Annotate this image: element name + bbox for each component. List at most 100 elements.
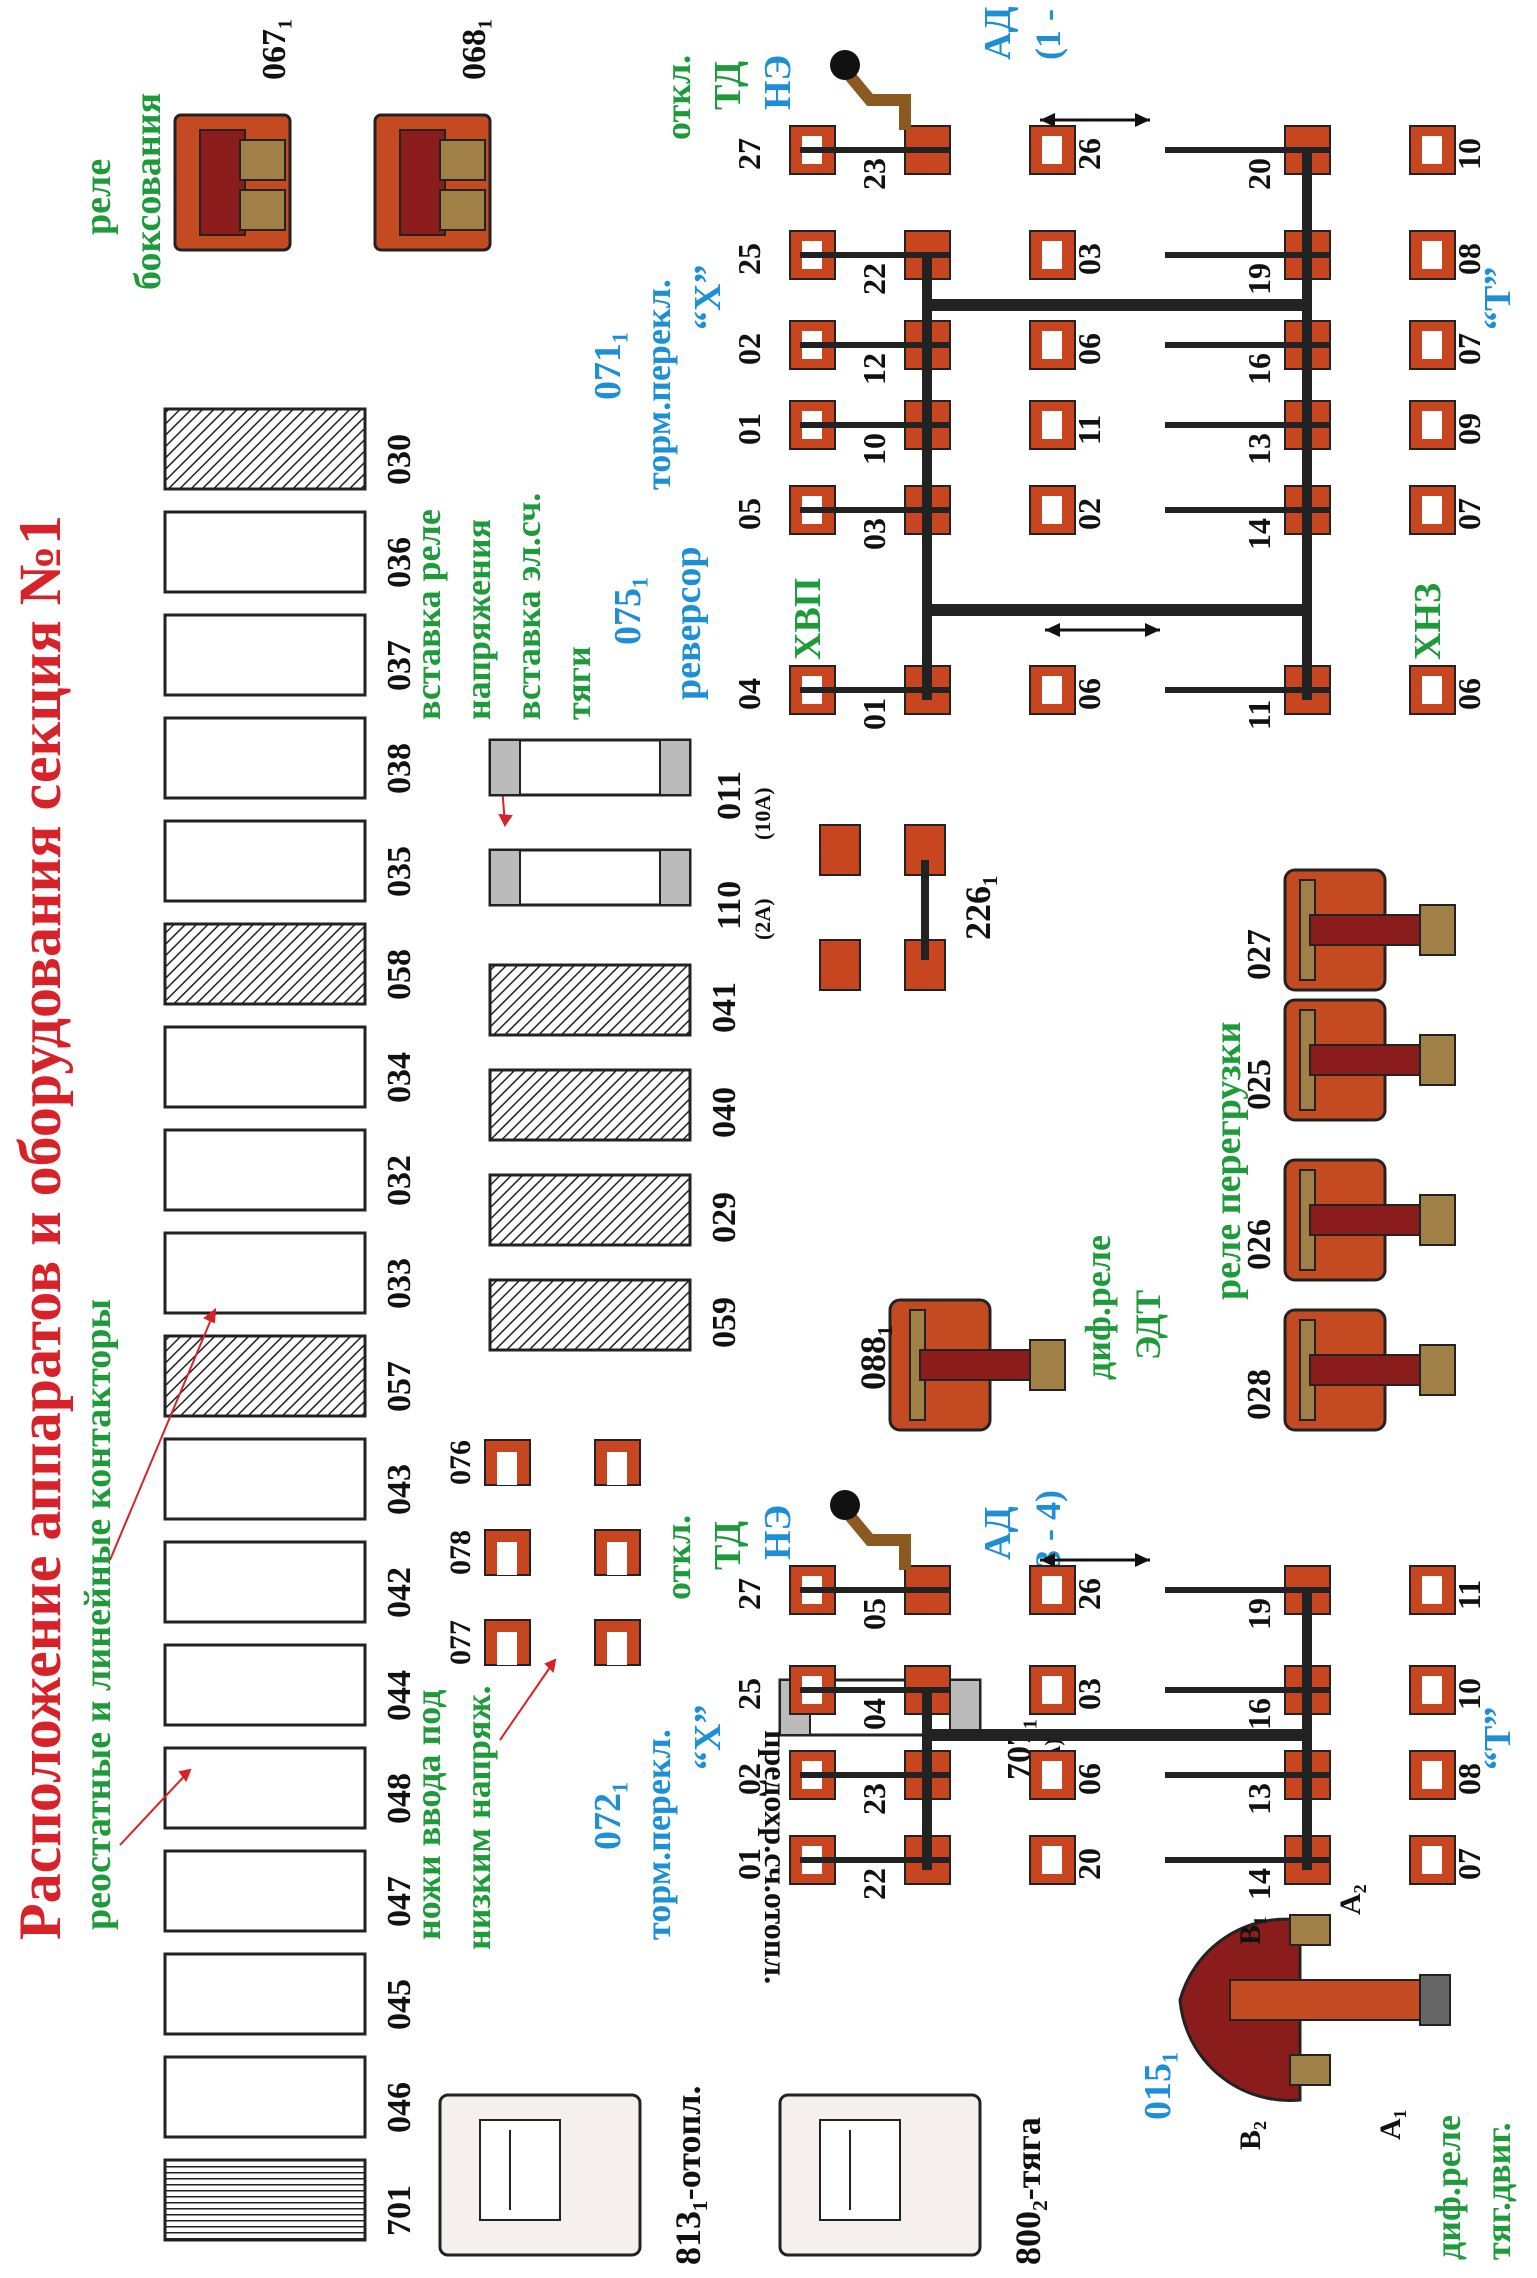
switch-contact bbox=[1029, 1665, 1076, 1715]
code-072: 072₁ bbox=[587, 1782, 629, 1850]
relay-arm bbox=[1309, 1204, 1431, 1236]
contactor-box-042 bbox=[163, 1540, 367, 1624]
contactor-label-701: 701 bbox=[381, 2185, 418, 2236]
contactor-label-044: 044 bbox=[381, 1670, 418, 1721]
contact-slot bbox=[1422, 1846, 1442, 1874]
label-brake-switch-2: торм.перекл. bbox=[638, 1729, 678, 1940]
switch-label-22: 22 bbox=[856, 263, 892, 295]
contactor-box-041 bbox=[488, 963, 692, 1037]
arrow-head bbox=[1145, 623, 1160, 637]
switch-label-19: 19 bbox=[1241, 1598, 1277, 1630]
code-075: 075₁ bbox=[607, 577, 649, 645]
switch-label-25: 25 bbox=[731, 243, 767, 275]
switch-contact bbox=[1029, 320, 1076, 370]
knife-label-076: 076 bbox=[444, 1440, 477, 1485]
contact-slot bbox=[1422, 496, 1442, 524]
switch-label-25: 25 bbox=[731, 1678, 767, 1710]
slip-relay-067: 067₁ bbox=[173, 19, 293, 252]
switch-label-03: 03 bbox=[1071, 243, 1107, 275]
contactor-label-047: 047 bbox=[381, 1876, 418, 1927]
contactor-label-032: 032 bbox=[381, 1155, 418, 1206]
label-fuse-heating: предохр.сч.отопл. bbox=[758, 1730, 794, 1984]
switch-label-10: 10 bbox=[1451, 1678, 1487, 1710]
knife-label-078: 078 bbox=[444, 1530, 477, 1575]
switch-label-02: 02 bbox=[1071, 498, 1107, 530]
label-hvp: ХВП bbox=[787, 578, 829, 660]
contactor-box-036 bbox=[163, 510, 367, 594]
switch-label-26: 26 bbox=[1071, 1578, 1107, 1610]
relay-terminal bbox=[1419, 1034, 1456, 1086]
switch-label-16: 16 bbox=[1241, 1698, 1277, 1730]
contactor-label-048: 048 bbox=[381, 1773, 418, 1824]
contactor-label-059: 059 bbox=[706, 1297, 743, 1348]
contact-slot bbox=[1422, 331, 1442, 359]
code-088: 088₁ bbox=[853, 1325, 893, 1390]
contactor-box-048 bbox=[163, 1746, 367, 1830]
brake-switch-reverser-upper: 2725020105042322121003012603061102062019… bbox=[731, 50, 1487, 730]
switch-label-11: 11 bbox=[1451, 1580, 1487, 1610]
contactor-label-029: 029 bbox=[706, 1192, 743, 1243]
contactor-box-059 bbox=[488, 1278, 692, 1352]
switch-label-07: 07 bbox=[1451, 498, 1487, 530]
code-226: 226₁ bbox=[958, 875, 998, 940]
contact-slot bbox=[1042, 136, 1062, 164]
switch-contact bbox=[1409, 485, 1456, 535]
switch-label-13: 13 bbox=[1241, 1783, 1277, 1815]
contact-slot bbox=[1422, 411, 1442, 439]
knife-slot bbox=[497, 1632, 517, 1665]
arrow-head bbox=[1040, 1553, 1055, 1567]
label-td-1: ТД bbox=[707, 61, 749, 110]
label-knives-2: низким напряж. bbox=[458, 1685, 498, 1950]
contactor-label-033: 033 bbox=[381, 1258, 418, 1309]
overload-relay-label-025: 025 bbox=[1241, 1059, 1278, 1110]
contact-slot bbox=[1422, 1676, 1442, 1704]
contactor-box-034 bbox=[163, 1025, 367, 1109]
contact-slot bbox=[1042, 1761, 1062, 1789]
code-068: 068₁ bbox=[456, 19, 493, 80]
overload-relay-label-028: 028 bbox=[1241, 1369, 1278, 1420]
label-voltage-insert-2: напряжения bbox=[458, 519, 498, 720]
label-brake-switch-1: торм.перекл. bbox=[638, 279, 678, 490]
switch-contact bbox=[1409, 230, 1456, 280]
label-ne-1: НЭ bbox=[757, 55, 799, 110]
contactor-label-043: 043 bbox=[381, 1464, 418, 1515]
label-voltage-insert-1: вставка реле bbox=[408, 509, 448, 720]
relay-arm bbox=[1309, 914, 1431, 946]
knife-slot bbox=[607, 1632, 627, 1665]
knife-label-077: 077 bbox=[444, 1620, 477, 1665]
switch-label-08: 08 bbox=[1451, 1763, 1487, 1795]
overload-relay-label-027: 027 bbox=[1241, 929, 1278, 980]
label-reverser: реверсор bbox=[667, 546, 709, 700]
relay-terminal bbox=[1419, 1194, 1456, 1246]
contactor-label-058: 058 bbox=[381, 949, 418, 1000]
fuse-10a-label: (10А) bbox=[750, 787, 775, 840]
contact-slot bbox=[1042, 496, 1062, 524]
label-diff-relay-edt-2: ЭДТ bbox=[1128, 1290, 1168, 1360]
page-title: Расположение аппаратов и оборудования се… bbox=[7, 515, 73, 1940]
switch-label-01: 01 bbox=[856, 698, 892, 730]
contact-slot bbox=[1422, 1576, 1442, 1604]
switch-label-01: 01 bbox=[731, 1848, 767, 1880]
label-b2: В₂ bbox=[1234, 2121, 1267, 2150]
contact-slot bbox=[1422, 1761, 1442, 1789]
contact-slot bbox=[1422, 676, 1442, 704]
contactor-label-041: 041 bbox=[706, 982, 743, 1033]
label-slip-relay-2: боксования bbox=[127, 93, 169, 290]
switch-label-16: 16 bbox=[1241, 353, 1277, 385]
switch-label-27: 27 bbox=[731, 138, 767, 170]
switch-handle bbox=[840, 1506, 911, 1570]
contactor-label-046: 046 bbox=[381, 2082, 418, 2133]
contact-slot bbox=[1042, 331, 1062, 359]
label-overload-relay: реле перегрузки bbox=[1207, 1022, 1249, 1300]
contactor-label-036: 036 bbox=[381, 537, 418, 588]
arrow-head bbox=[1045, 623, 1060, 637]
switch-label-06: 06 bbox=[1071, 678, 1107, 710]
label-ne-2: НЭ bbox=[757, 1505, 799, 1560]
contact-slot bbox=[1042, 676, 1062, 704]
switch-label-20: 20 bbox=[1241, 158, 1277, 190]
contactor-row-1: 7010460450470480440420430570330320340580… bbox=[163, 407, 418, 2242]
label-b1: В₁ bbox=[1234, 1916, 1267, 1945]
code-015: 015₁ bbox=[1137, 2052, 1179, 2120]
fuse-2a-label: (2А) bbox=[750, 898, 775, 940]
relay-terminal bbox=[1419, 1344, 1456, 1396]
